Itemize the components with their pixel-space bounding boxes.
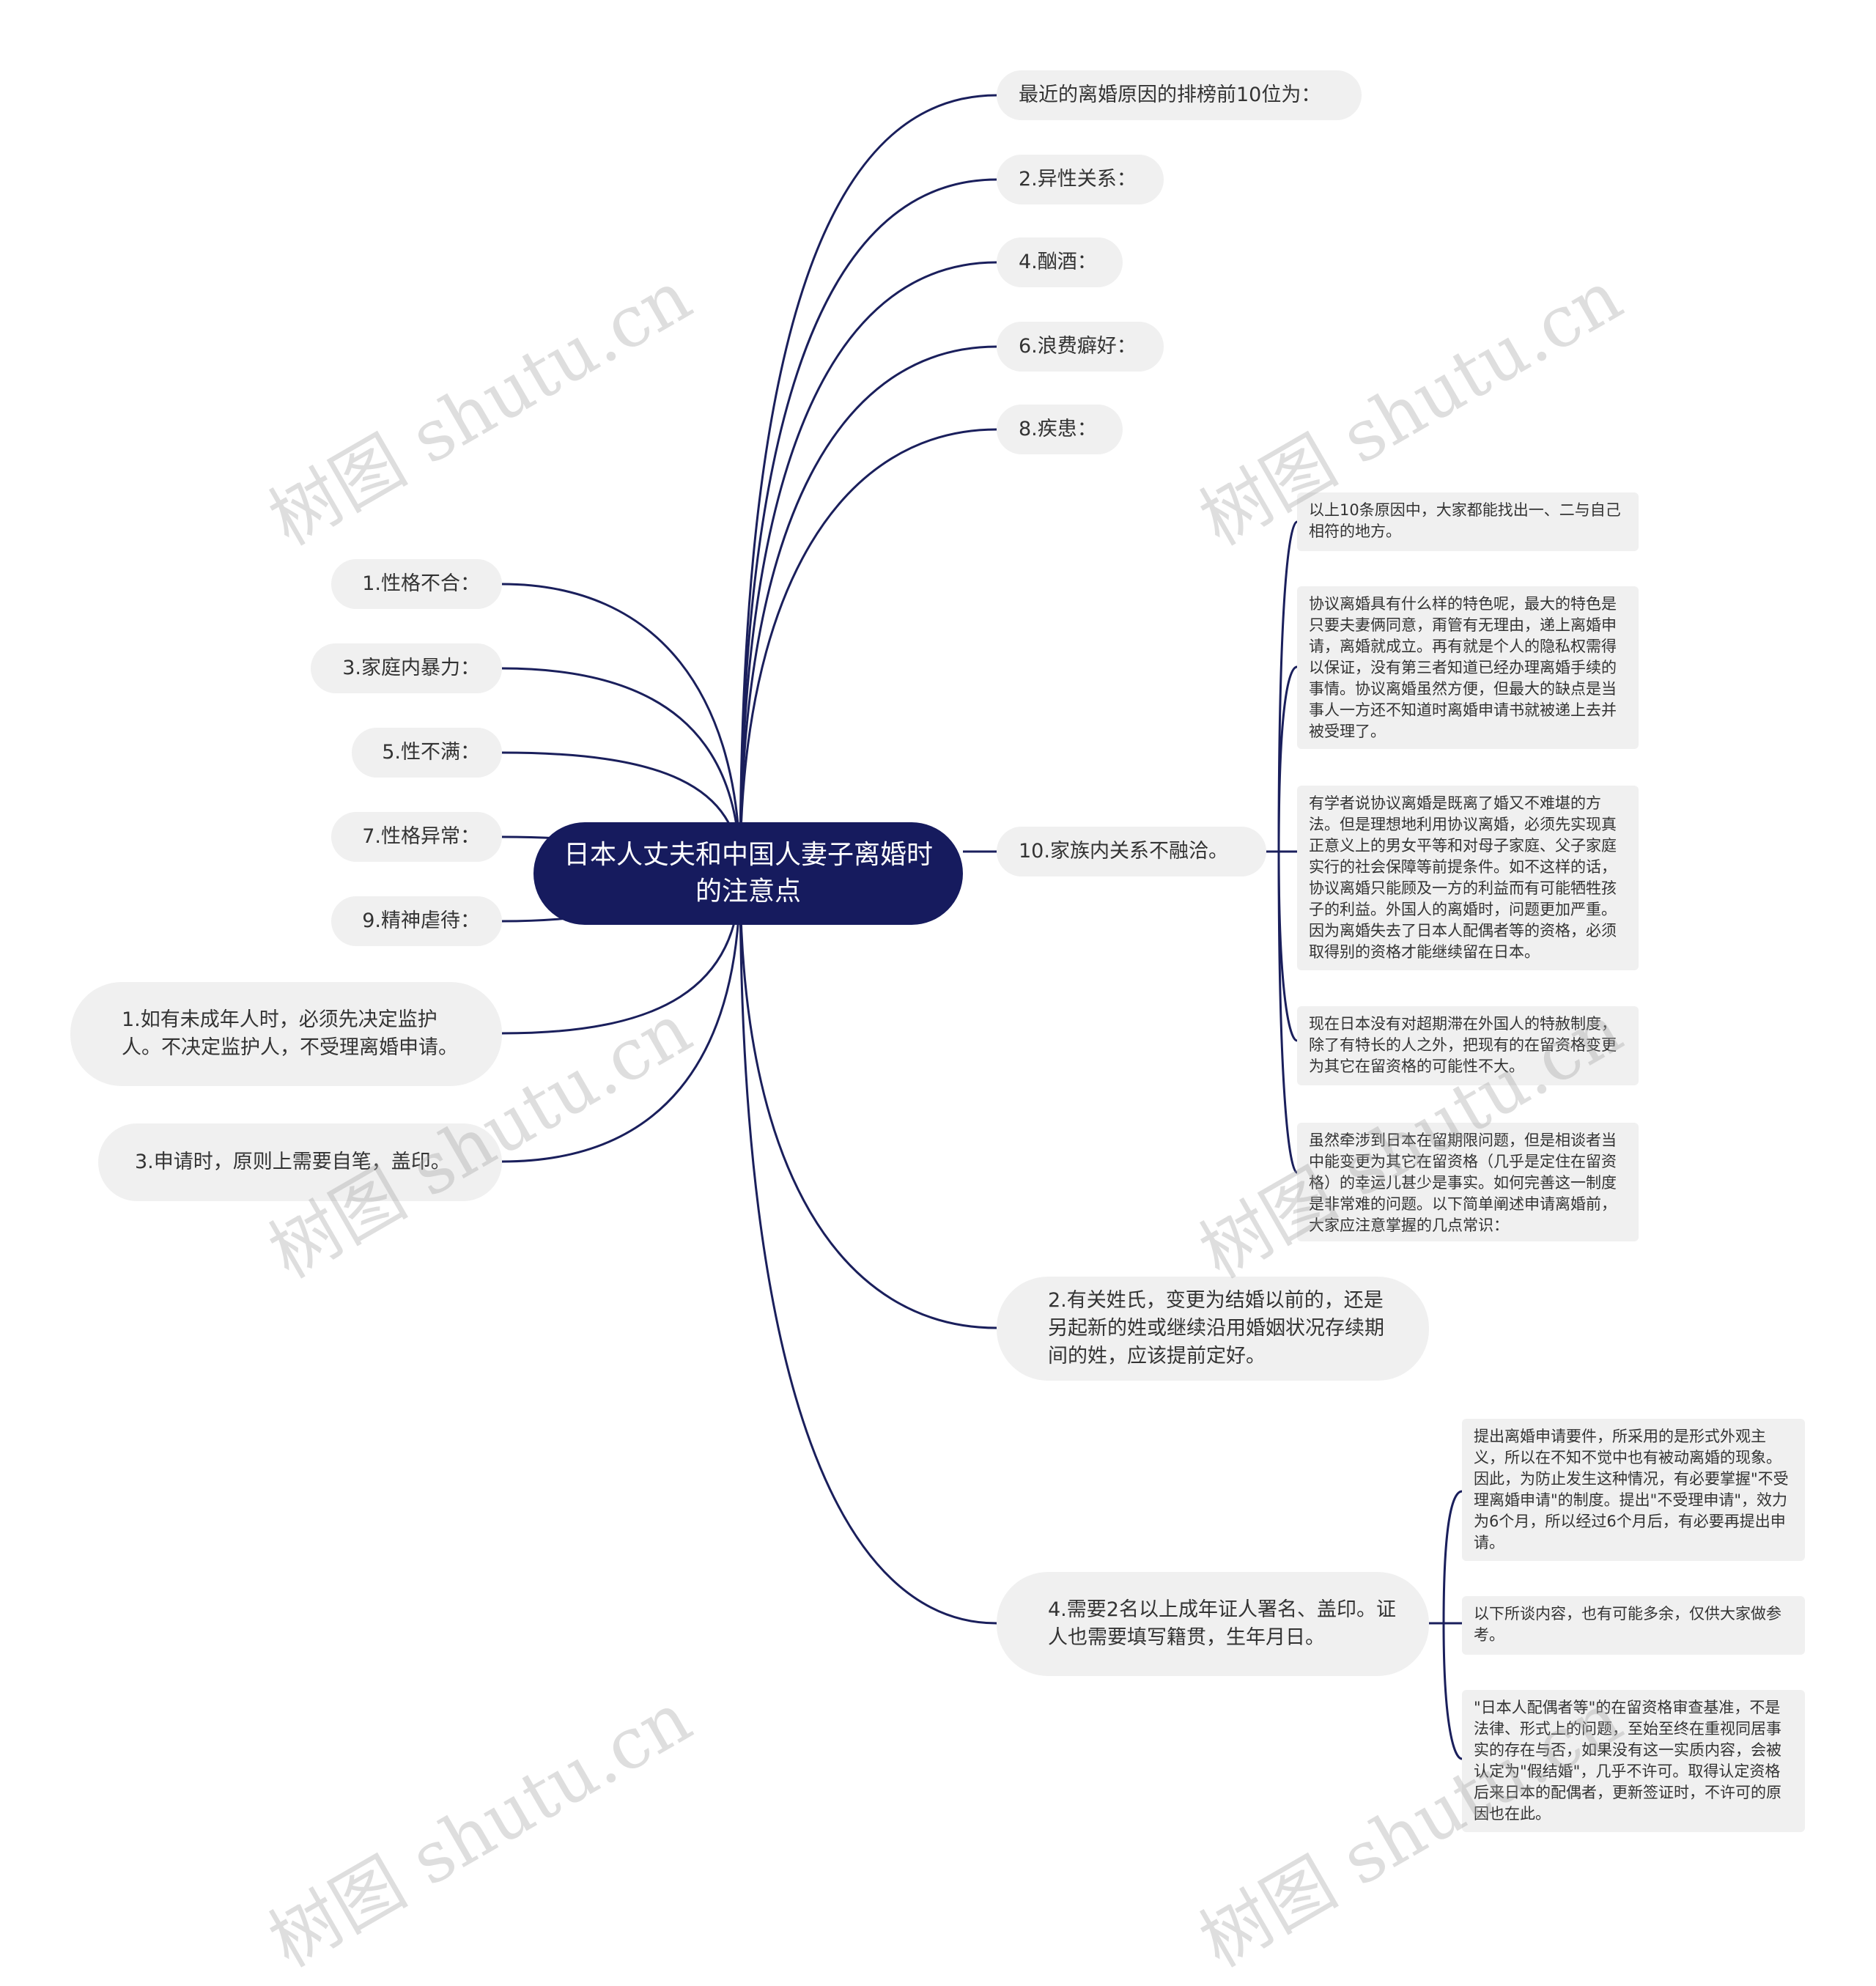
branch-label: 4.需要2名以上成年证人署名、盖印。证人也需要填写籍贯，生年月日。 xyxy=(1048,1598,1396,1649)
branch-label: 1.性格不合： xyxy=(362,572,480,595)
link-left-0 xyxy=(501,583,742,874)
link-left-long-1 xyxy=(501,873,742,1163)
family-note-0: 以上10条原因中，大家都能找出一、二与自己相符的地方。 xyxy=(1297,492,1639,551)
branch-reason-9[interactable]: 9.精神虐待： xyxy=(331,896,502,946)
note-text: 以上10条原因中，大家都能找出一、二与自己相符的地方。 xyxy=(1309,501,1621,540)
link-right-top-1 xyxy=(739,178,997,874)
family-note-3: 现在日本没有对超期滞在外国人的特赦制度，除了有特长的人之外，把现有的在留资格变更… xyxy=(1297,1006,1639,1085)
branch-top-reasons[interactable]: 最近的离婚原因的排榜前10位为： xyxy=(997,70,1362,120)
link-right-top-3 xyxy=(739,345,997,874)
note-text: 现在日本没有对超期滞在外国人的特赦制度，除了有特长的人之外，把现有的在留资格变更… xyxy=(1309,1015,1617,1075)
link-right-top-2 xyxy=(739,261,997,874)
link-family-note-1 xyxy=(1277,665,1298,852)
branch-application-seal[interactable]: 3.申请时，原则上需要自笔，盖印。 xyxy=(98,1123,502,1201)
note-text: 协议离婚具有什么样的特色呢，最大的特色是只要夫妻俩同意，甭管有无理由，递上离婚申… xyxy=(1309,595,1617,740)
witness-note-0: 提出离婚申请要件，所采用的是形式外观主义，所以在不知不觉中也有被动离婚的现象。因… xyxy=(1462,1419,1805,1561)
root-node[interactable]: 日本人丈夫和中国人妻子离婚时的注意点 xyxy=(533,822,963,925)
link-surname xyxy=(739,873,997,1329)
branch-reason-3[interactable]: 3.家庭内暴力： xyxy=(311,643,502,693)
branch-surname[interactable]: 2.有关姓氏，变更为结婚以前的，还是另起新的姓或继续沿用婚姻状况存续期间的姓，应… xyxy=(997,1277,1429,1381)
branch-reason-4[interactable]: 4.酗酒： xyxy=(997,237,1123,287)
family-note-4: 虽然牵涉到日本在留期限问题，但是相谈者当中能变更为其它在留资格（几乎是定住在留资… xyxy=(1297,1123,1639,1241)
branch-label: 7.性格异常： xyxy=(362,825,480,848)
branch-reason-2[interactable]: 2.异性关系： xyxy=(997,155,1164,204)
link-right-top-4 xyxy=(739,428,997,874)
note-text: 有学者说协议离婚是既离了婚又不难堪的方法。但是理想地利用协议离婚，必须先实现真正… xyxy=(1309,794,1617,961)
branch-label: 3.家庭内暴力： xyxy=(342,657,480,679)
branch-label: 4.酗酒： xyxy=(1019,251,1097,273)
note-text: "日本人配偶者等"的在留资格审查基准，不是法律、形式上的问题，至始至终在重视同居… xyxy=(1474,1699,1781,1823)
branch-label: 2.异性关系： xyxy=(1019,168,1137,191)
link-left-1 xyxy=(501,667,742,874)
branch-label: 9.精神虐待： xyxy=(362,909,480,932)
note-text: 以下所谈内容，也有可能多余，仅供大家做参考。 xyxy=(1474,1605,1781,1644)
branch-reason-1[interactable]: 1.性格不合： xyxy=(331,559,502,609)
branch-family[interactable]: 10.家族内关系不融洽。 xyxy=(997,827,1266,876)
branch-label: 6.浪费癖好： xyxy=(1019,335,1137,358)
branch-label: 10.家族内关系不融洽。 xyxy=(1019,840,1228,863)
family-note-2: 有学者说协议离婚是既离了婚又不难堪的方法。但是理想地利用协议离婚，必须先实现真正… xyxy=(1297,786,1639,970)
branch-reason-7[interactable]: 7.性格异常： xyxy=(331,812,502,862)
branch-witness[interactable]: 4.需要2名以上成年证人署名、盖印。证人也需要填写籍贯，生年月日。 xyxy=(997,1572,1429,1676)
note-text: 虽然牵涉到日本在留期限问题，但是相谈者当中能变更为其它在留资格（几乎是定住在留资… xyxy=(1309,1132,1617,1234)
branch-label: 3.申请时，原则上需要自笔，盖印。 xyxy=(135,1151,451,1173)
link-family-note-0 xyxy=(1277,520,1298,852)
link-right-top-0 xyxy=(739,94,997,874)
branch-label: 5.性不满： xyxy=(382,741,480,764)
branch-label: 8.疾患： xyxy=(1019,418,1097,440)
branch-reason-5[interactable]: 5.性不满： xyxy=(352,728,502,778)
branch-label: 1.如有未成年人时，必须先决定监护人。不决定监护人，不受理离婚申请。 xyxy=(122,1008,458,1059)
branch-label: 最近的离婚原因的排榜前10位为： xyxy=(1019,84,1321,106)
branch-reason-8[interactable]: 8.疾患： xyxy=(997,405,1123,454)
witness-note-2: "日本人配偶者等"的在留资格审查基准，不是法律、形式上的问题，至始至终在重视同居… xyxy=(1462,1690,1805,1832)
link-witness-note-2 xyxy=(1442,1623,1463,1760)
root-title: 日本人丈夫和中国人妻子离婚时的注意点 xyxy=(563,840,933,907)
link-witness-note-0 xyxy=(1442,1490,1463,1624)
branch-label: 2.有关姓氏，变更为结婚以前的，还是另起新的姓或继续沿用婚姻状况存续期间的姓，应… xyxy=(1048,1289,1384,1367)
note-text: 提出离婚申请要件，所采用的是形式外观主义，所以在不知不觉中也有被动离婚的现象。因… xyxy=(1474,1428,1789,1551)
link-witness xyxy=(739,873,997,1625)
link-family-note-4 xyxy=(1277,851,1298,1174)
branch-guardian[interactable]: 1.如有未成年人时，必须先决定监护人。不决定监护人，不受理离婚申请。 xyxy=(70,982,502,1086)
branch-reason-6[interactable]: 6.浪费癖好： xyxy=(997,322,1164,372)
family-note-1: 协议离婚具有什么样的特色呢，最大的特色是只要夫妻俩同意，甭管有无理由，递上离婚申… xyxy=(1297,586,1639,749)
witness-note-1: 以下所谈内容，也有可能多余，仅供大家做参考。 xyxy=(1462,1596,1805,1655)
